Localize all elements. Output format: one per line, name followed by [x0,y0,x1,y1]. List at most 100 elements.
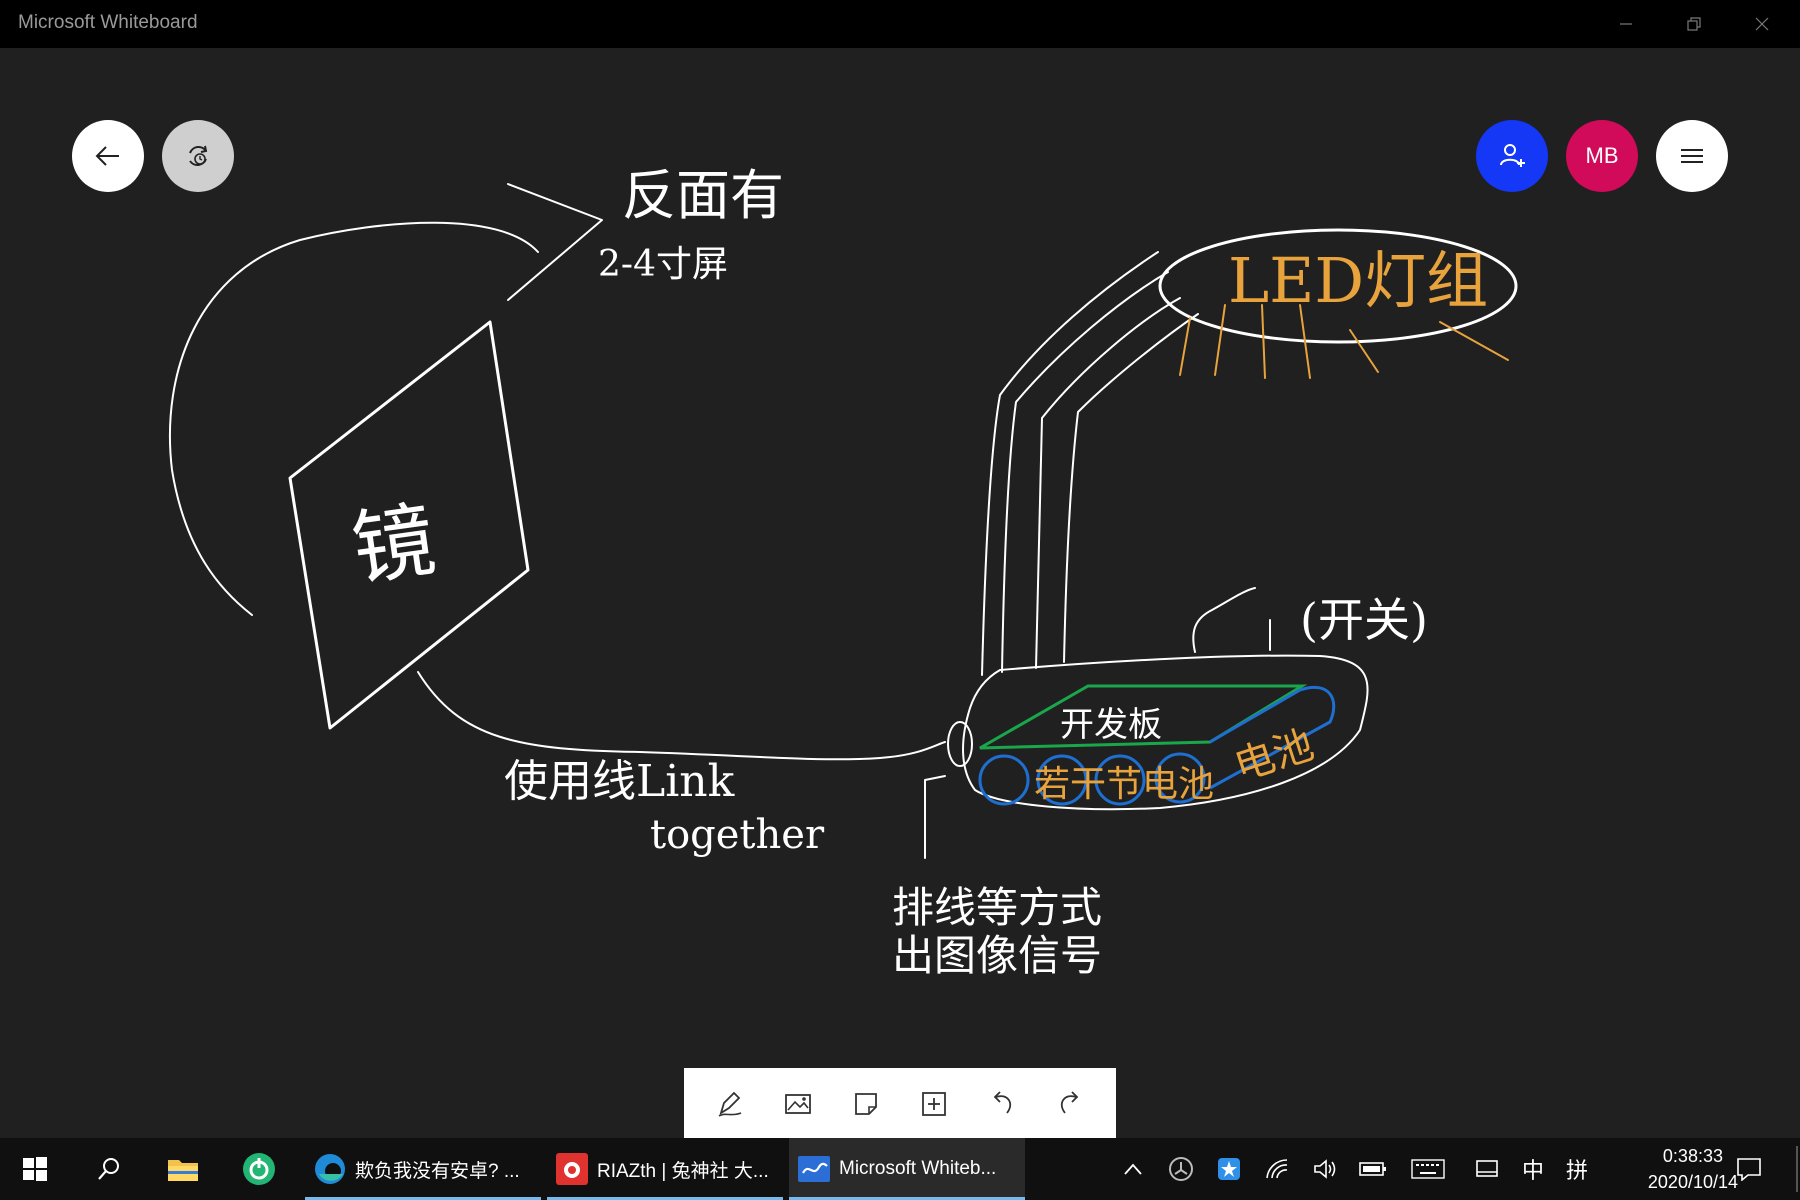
red-app-icon [555,1152,589,1186]
battery-button[interactable] [1358,1154,1388,1184]
action-center-button[interactable] [1734,1154,1764,1184]
chevron-up-icon [1124,1163,1142,1175]
taskbar-app-label: Microsoft Whiteb... [839,1158,997,1179]
undo-button[interactable] [980,1082,1024,1126]
restore-button[interactable] [1660,0,1728,48]
touch-keyboard-button[interactable] [1410,1154,1446,1184]
sticky-note-icon [855,1092,877,1115]
start-button[interactable] [4,1138,66,1200]
note-mirror: 镜 [346,493,440,598]
running-indicator [305,1197,541,1200]
ink-arm-1 [981,251,1159,676]
note-battery: 电池 [1229,722,1319,790]
battery-cell [1154,752,1206,804]
keyboard-icon [1411,1159,1445,1179]
ink-arm-2 [1001,271,1169,673]
image-icon [785,1093,811,1114]
taskbar-app-label: RIAZth | 兔神社 大... [597,1160,769,1182]
taskbar-app-whiteboard[interactable]: Microsoft Whiteb... [789,1138,1025,1200]
add-person-icon [1500,144,1525,167]
file-explorer-button[interactable] [152,1138,214,1200]
title-bar: Microsoft Whiteboard [0,0,1800,48]
ime-mode-button[interactable]: 中 [1518,1154,1548,1184]
search-button[interactable] [78,1138,140,1200]
note-screen-size: 2-4寸屏 [598,244,728,285]
edge-icon [313,1152,347,1186]
add-button[interactable] [912,1082,956,1126]
battery-pack [1209,685,1336,790]
ink-connector [947,721,973,767]
running-indicator [547,1197,783,1200]
ink-arc [168,221,539,616]
volume-button[interactable] [1310,1154,1340,1184]
ime-layout-label: 拼 [1565,1158,1588,1183]
note-back-label: 反面有 [622,164,784,227]
note-led: LED灯组 [1228,244,1488,317]
arrow-left-icon [95,146,119,166]
taskbar-app-green[interactable] [228,1138,290,1200]
insert-image-button[interactable] [776,1082,820,1126]
taskbar: 欺负我没有安卓? ... RIAZth | 兔神社 大... Microsoft… [0,1138,1800,1200]
battery-icon [1359,1162,1386,1176]
wifi-icon [1266,1159,1288,1179]
dev-board-shape [979,684,1308,750]
ink-switch-lead [1192,587,1256,653]
minimize-icon [1620,23,1632,25]
clock-date: 2020/10/14 [1647,1172,1738,1192]
speaker-icon [1314,1159,1336,1179]
ink-pointer [924,775,946,859]
ink-cable [417,671,946,761]
note-dev-board: 开发板 [1060,705,1162,745]
notification-icon [1737,1158,1761,1181]
ink-arm-3 [1035,297,1181,669]
led-ellipse [1158,228,1518,344]
tablet-icon [1476,1160,1498,1177]
minimize-button[interactable] [1592,0,1660,48]
hamburger-icon [1681,149,1703,163]
close-button[interactable] [1728,0,1796,48]
pen-icon [718,1091,742,1117]
whiteboard-canvas[interactable] [0,48,1800,1138]
sticky-note-button[interactable] [844,1082,888,1126]
taskbar-app-label: 欺负我没有安卓? ... [355,1160,520,1182]
restore-icon [1687,17,1701,31]
running-indicator [789,1197,1025,1200]
redo-button[interactable] [1048,1082,1092,1126]
display-button[interactable] [1472,1154,1502,1184]
back-button[interactable] [72,120,144,192]
board-toolbar [684,1068,1116,1139]
close-icon [1755,17,1769,31]
taskbar-app-edge[interactable]: 欺负我没有安卓? ... [305,1138,541,1200]
note-cable-link: 使用线Link [504,756,735,807]
show-hidden-icons-button[interactable] [1118,1154,1148,1184]
menu-button[interactable] [1656,120,1728,192]
tray-app-2[interactable] [1214,1154,1244,1184]
mirror-shape [288,320,530,730]
ink-arm-4 [1063,313,1199,663]
tray-app-1[interactable] [1166,1154,1196,1184]
sync-history-icon [189,145,208,166]
invite-button[interactable] [1476,120,1548,192]
shield-app-icon [1169,1157,1193,1181]
clock[interactable]: 0:38:33 2020/10/14 [1648,1143,1738,1195]
whiteboard-icon [797,1152,831,1186]
window-title: Microsoft Whiteboard [18,12,198,33]
battery-cell [1094,754,1146,806]
blue-star-icon [1218,1158,1240,1180]
windows-logo-icon [23,1157,47,1181]
search-icon [98,1158,119,1180]
user-avatar[interactable]: MB [1566,120,1638,192]
redo-icon [1060,1090,1079,1114]
show-desktop-button[interactable] [1796,1146,1798,1192]
taskbar-app-browser[interactable]: RIAZth | 兔神社 大... [547,1138,783,1200]
green-app-icon [243,1153,275,1185]
battery-cell [978,754,1030,806]
ime-layout-button[interactable]: 拼 [1562,1154,1592,1184]
note-battery-cells: 若干节电池 [1034,764,1214,805]
ime-mode-label: 中 [1521,1158,1544,1183]
pen-button[interactable] [708,1082,752,1126]
network-button[interactable] [1262,1154,1292,1184]
ink-arrow [507,183,603,301]
sync-button[interactable] [162,120,234,192]
battery-cell [1036,754,1088,806]
